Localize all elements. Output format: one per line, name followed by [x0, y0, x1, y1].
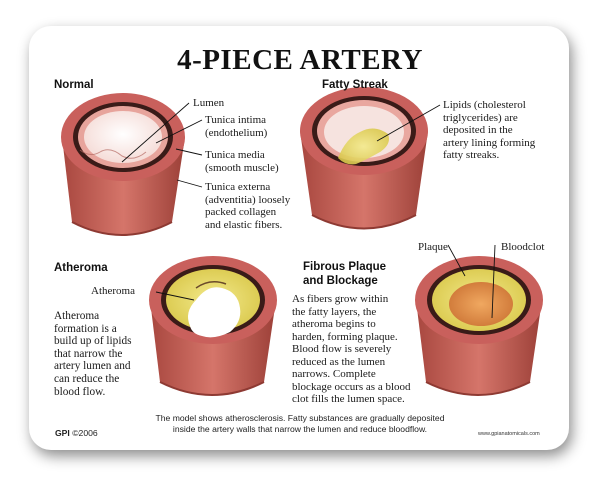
heading-normal: Normal	[54, 79, 94, 91]
atheroma-line2: formation is a	[54, 322, 117, 335]
caption-line1: The model shows atherosclerosis. Fatty s…	[155, 413, 445, 423]
atheroma-artery	[149, 256, 277, 396]
fatty-streak-line3: deposited in the	[443, 124, 513, 136]
normal-artery	[61, 93, 185, 236]
fibrous-plaque-line2: the fatty layers, the	[292, 305, 377, 318]
page-title: 4-PIECE ARTERY	[177, 44, 423, 76]
fibrous-plaque-description: As fibers grow within the fatty layers, …	[292, 293, 411, 406]
label-tunica-media-line1: Tunica media	[205, 149, 265, 161]
fatty-streak-line5: fatty streaks.	[443, 149, 500, 161]
fibrous-plaque-line3: atheroma begins to	[292, 318, 376, 330]
atheroma-line6: can reduce the	[54, 372, 120, 385]
label-tunica-externa-line1: Tunica externa	[205, 181, 271, 193]
label-plaque: Plaque	[418, 241, 448, 253]
atheroma-line3: build up of lipids	[54, 335, 132, 348]
leader-lines	[121, 102, 496, 319]
fibrous-plaque-line5: Blood flow is severely	[292, 343, 392, 355]
label-bloodclot: Bloodclot	[501, 241, 545, 253]
copyright: ©2006	[72, 428, 98, 438]
fatty-streak-line4: artery lining forming	[443, 136, 536, 149]
heading-fibrous-plaque-line2: and Blockage	[303, 275, 378, 287]
caption-line2: inside the artery walls that narrow the …	[172, 424, 428, 434]
label-atheroma: Atheroma	[91, 285, 135, 297]
atheroma-line5: artery lumen and	[54, 360, 131, 373]
fibrous-plaque-artery	[415, 256, 543, 396]
label-tunica-externa-line3: packed collagen	[205, 206, 277, 218]
brand-mark: GPI ©2006	[55, 428, 98, 438]
fibrous-plaque-line6: reduced as the lumen	[292, 355, 386, 368]
label-tunica-intima: Tunica intima (endothelium)	[205, 114, 267, 139]
label-lumen: Lumen	[193, 97, 225, 109]
label-tunica-media-line2: (smooth muscle)	[205, 161, 279, 174]
label-tunica-intima-line1: Tunica intima	[205, 114, 267, 126]
fibrous-plaque-line1: As fibers grow within	[292, 293, 389, 305]
label-tunica-externa-line4: and elastic fibers.	[205, 218, 283, 231]
fatty-streak-description: Lipids (cholesterol triglycerides) are d…	[443, 99, 535, 162]
label-tunica-externa: Tunica externa (adventitia) loosely pack…	[205, 181, 290, 231]
label-tunica-intima-line2: (endothelium)	[205, 126, 268, 139]
website-url: www.gpianatomicals.com	[478, 431, 540, 437]
fibrous-plaque-line4: harden, forming plaque.	[292, 330, 398, 343]
brand-name: GPI	[55, 428, 70, 438]
bottom-caption: The model shows atherosclerosis. Fatty s…	[120, 413, 480, 435]
label-tunica-externa-line2: (adventitia) loosely	[205, 193, 291, 206]
atheroma-line7: blood flow.	[54, 385, 106, 398]
atheroma-description: Atheroma formation is a build up of lipi…	[54, 310, 132, 398]
label-tunica-media: Tunica media (smooth muscle)	[205, 149, 279, 174]
atheroma-line1: Atheroma	[54, 310, 100, 322]
fatty-streak-line1: Lipids (cholesterol	[443, 99, 526, 111]
heading-fibrous-plaque: Fibrous Plaque and Blockage	[303, 260, 386, 288]
fibrous-plaque-line8: blockage occurs as a blood	[292, 380, 411, 393]
heading-atheroma: Atheroma	[54, 262, 108, 274]
heading-fibrous-plaque-line1: Fibrous Plaque	[303, 261, 387, 273]
heading-fatty-streak: Fatty Streak	[322, 79, 388, 91]
atheroma-line4: that narrow the	[54, 347, 123, 360]
fatty-streak-artery	[300, 87, 428, 230]
fibrous-plaque-line9: clot fills the lumen space.	[292, 393, 405, 405]
fibrous-plaque-line7: narrows. Complete	[292, 368, 376, 380]
fatty-streak-line2: triglycerides) are	[443, 111, 518, 124]
